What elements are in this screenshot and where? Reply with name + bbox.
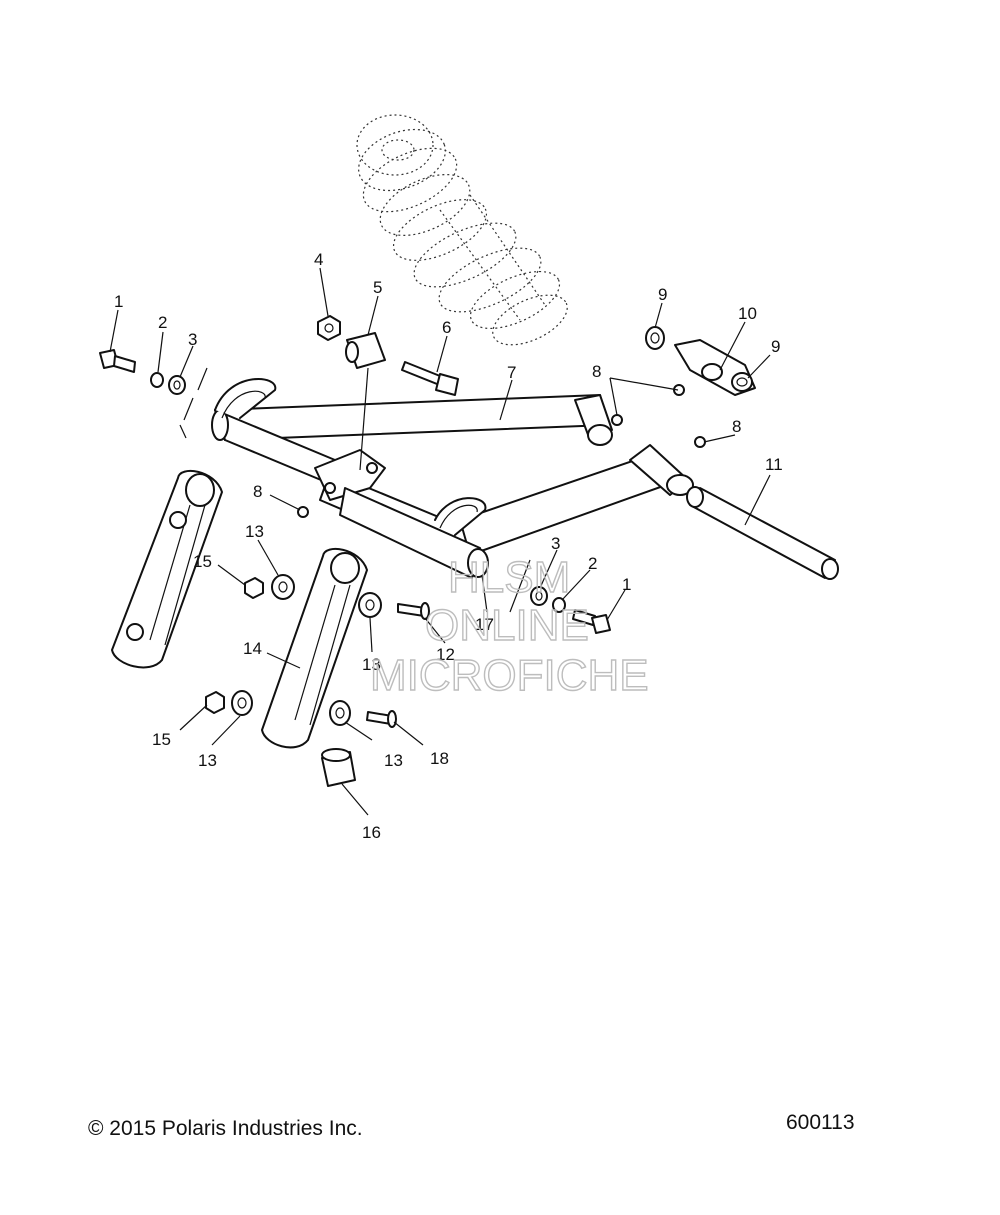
shock-spring-phantom [356, 114, 568, 346]
callout-14: 14 [243, 639, 262, 658]
callout-8-left: 8 [253, 482, 262, 501]
callout-1-right: 1 [622, 575, 631, 594]
callout-13-mid: 13 [362, 655, 381, 674]
callout-3-right: 3 [551, 534, 560, 553]
hardware-right [530, 586, 611, 634]
hardware-top-center [317, 315, 459, 471]
callout-17: 17 [475, 615, 494, 634]
callout-13-top: 13 [245, 522, 264, 541]
pivot-bracket [645, 326, 756, 396]
watermark-line-2: ONLINE [425, 601, 589, 650]
callout-13-bottom-left: 13 [198, 751, 217, 770]
callout-13-bottom-right: 13 [384, 751, 403, 770]
callout-2-top: 2 [158, 313, 167, 332]
callout-8-top: 8 [592, 362, 601, 381]
copyright-notice: © 2015 Polaris Industries Inc. [88, 1117, 363, 1140]
washers-nuts [205, 574, 382, 726]
callout-12: 12 [436, 645, 455, 664]
drawing-number: 600113 [786, 1111, 855, 1134]
callout-4: 4 [314, 250, 323, 269]
hardware-top-left [99, 349, 208, 439]
watermark: HLSM ONLINE MICROFICHE [369, 552, 649, 700]
watermark-line-1: HLSM [448, 553, 570, 602]
callout-15-top: 15 [193, 552, 212, 571]
callout-5: 5 [373, 278, 382, 297]
leader-lines [109, 267, 771, 816]
callout-3-top: 3 [188, 330, 197, 349]
rear-link-arm [111, 469, 223, 669]
callout-16: 16 [362, 823, 381, 842]
a-arm-frame [211, 378, 694, 579]
callout-15-bottom: 15 [152, 730, 171, 749]
callout-10: 10 [738, 304, 757, 323]
callout-8-right: 8 [732, 417, 741, 436]
callout-18: 18 [430, 749, 449, 768]
callout-2-right: 2 [588, 554, 597, 573]
shaft [686, 486, 839, 580]
callout-6: 6 [442, 318, 451, 337]
callout-7: 7 [507, 363, 516, 382]
pins-bushings [321, 602, 430, 787]
watermark-line-3: MICROFICHE [370, 651, 649, 700]
callout-9-right: 9 [771, 337, 780, 356]
callout-11: 11 [765, 455, 783, 474]
callout-labels: 1 2 3 4 5 6 7 8 9 10 9 8 11 8 13 15 3 2 … [114, 250, 783, 842]
front-link-arm [261, 547, 368, 749]
callout-9-top: 9 [658, 285, 667, 304]
callout-1-top: 1 [114, 292, 123, 311]
